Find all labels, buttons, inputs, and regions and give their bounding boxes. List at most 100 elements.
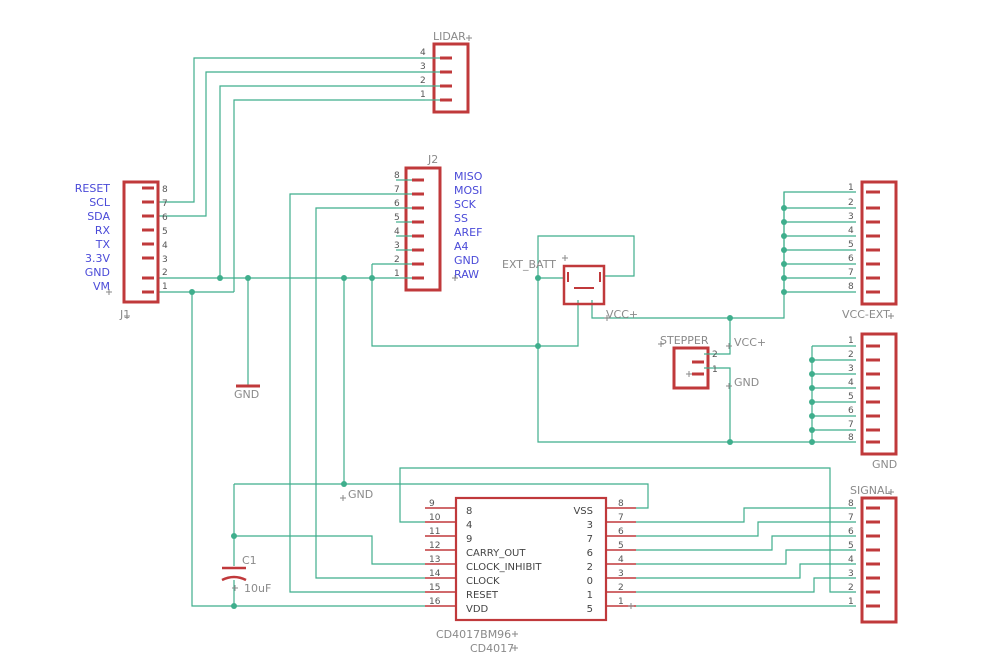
cd4017-pin-number: 16 [429, 597, 441, 607]
j2-signal-label: RAW [454, 268, 479, 281]
cd4017-pin-number: 12 [429, 541, 440, 551]
lidar-body [432, 42, 470, 114]
wire-mosi-reset [289, 193, 425, 593]
cd4017-pin-name: 4 [466, 520, 472, 531]
wire-c1-carry [234, 535, 425, 565]
j2-pin-number: 6 [394, 199, 400, 209]
vcc-net-label: VCC+ [606, 308, 638, 321]
vcc-ext-pin-number: 4 [848, 226, 854, 236]
gnd-header-pin-number: 6 [848, 406, 854, 416]
wire-vss-loop [344, 483, 649, 509]
wire-j1-scl-lidar [158, 57, 425, 203]
gnd-header-pin-number: 7 [848, 420, 854, 430]
vcc-ext-header[interactable]: VCC-EXT 1 2 3 4 5 6 7 8 [842, 180, 898, 321]
cd4017-ic[interactable]: 9 10 11 12 13 14 15 16 8 4 9 CARRY_OUT C… [425, 496, 636, 655]
j1-pin-number: 2 [162, 268, 168, 278]
j1-pin-number: 6 [162, 213, 168, 223]
vcc-ext-body [860, 180, 898, 306]
j2-connector[interactable]: J2 8 7 6 5 4 3 2 1 MISO MOSI SCK SS AREF… [394, 153, 483, 292]
gnd-symbol-j1: GND [234, 384, 260, 401]
signal-body [860, 496, 898, 624]
j2-signal-label: MISO [454, 170, 483, 183]
gnd-header-body [860, 332, 898, 456]
cd4017-pin-name: CLOCK [466, 576, 500, 587]
wire-pin10-top [399, 467, 856, 593]
j1-name: J1 [119, 308, 130, 321]
cd4017-pin-number: 11 [429, 527, 440, 537]
bus-stubs [784, 207, 856, 443]
cd4017-pin-number: 6 [618, 527, 624, 537]
j2-signal-label: GND [454, 254, 479, 267]
cd4017-pin-name: CLOCK_INHIBIT [466, 562, 542, 573]
wire-raw-down [371, 264, 579, 347]
vcc-ext-pin-number: 8 [848, 282, 854, 292]
j2-signal-label: AREF [454, 226, 482, 239]
vcc-net-label: VCC+ [734, 336, 766, 349]
stepper-pin-number: 2 [712, 350, 718, 360]
gnd-net-label: GND [734, 376, 759, 389]
signal-pin-number: 7 [848, 513, 854, 523]
wire-stepper-gnd [716, 367, 731, 442]
wire-lidar-1 [233, 99, 425, 292]
cd4017-pin-name: 0 [587, 576, 593, 587]
signal-pin-number: 6 [848, 527, 854, 537]
wires [158, 57, 856, 607]
wire-batt-gnd [537, 278, 812, 443]
gnd-header-pin-stubs [866, 344, 880, 444]
junction [341, 275, 347, 281]
lidar-pin-label: 3 [420, 62, 426, 72]
signal-pin-stubs [866, 506, 880, 608]
j1-pin-number: 5 [162, 227, 168, 237]
vcc-ext-pin-number: 7 [848, 268, 854, 278]
junctions [189, 205, 815, 609]
c1-value: 10uF [244, 582, 271, 595]
wire-batt-loop [537, 235, 635, 279]
j1-signal-label: SDA [87, 210, 110, 223]
lidar-pin-label: 1 [420, 90, 426, 100]
gnd-header[interactable]: GND 1 2 3 4 5 6 7 8 [848, 332, 898, 471]
j1-signal-label: RESET [75, 182, 111, 195]
gnd-header-pin-number: 8 [848, 433, 854, 443]
j1-pin-number: 1 [162, 282, 168, 292]
stepper-body [672, 346, 710, 390]
gnd-header-pin-number: 2 [848, 350, 854, 360]
j1-signal-label: VM [93, 280, 110, 293]
cd4017-pin-name: 8 [466, 506, 472, 517]
j2-pin-number: 4 [394, 227, 400, 237]
ext-batt-connector[interactable]: EXT_BATT [502, 258, 606, 306]
stepper-connector[interactable]: STEPPER 2 1 [660, 334, 718, 390]
origin-markers [106, 35, 894, 651]
j1-signal-label: SCL [89, 196, 111, 209]
j1-signal-label: TX [95, 238, 111, 251]
vcc-ext-pin-stubs [866, 190, 880, 294]
j1-body [122, 180, 160, 304]
cd4017-pin-number: 9 [429, 499, 435, 509]
j1-pin-number: 3 [162, 255, 168, 265]
lidar-pin-label: 4 [420, 48, 426, 58]
signal-pin-number: 3 [848, 569, 854, 579]
signal-header[interactable]: SIGNAL 8 7 6 5 4 3 2 1 [848, 484, 898, 624]
ext-batt-body [562, 264, 606, 306]
j2-pin-number: 8 [394, 171, 400, 181]
signal-name: SIGNAL [850, 484, 892, 497]
j1-connector[interactable]: J1 8 7 6 5 4 3 2 1 RESET SCL SDA RX TX 3… [75, 180, 168, 321]
junction [231, 533, 237, 539]
signal-pin-number: 8 [848, 499, 854, 509]
cd4017-pin-name: 9 [466, 534, 472, 545]
j2-signal-label: A4 [454, 240, 469, 253]
junction [727, 439, 733, 445]
wire-out-5 [636, 535, 856, 551]
lidar-connector[interactable]: LIDAR 4 3 2 1 [420, 30, 470, 114]
cd4017-pin-name: 7 [587, 534, 593, 545]
j2-pin-number: 5 [394, 213, 400, 223]
cd4017-pin-number: 14 [429, 569, 441, 579]
vcc-ext-pin-number: 1 [848, 183, 854, 193]
wire-j1-sda-lidar [158, 71, 425, 217]
c1-capacitor[interactable]: C1 10uF [221, 554, 271, 595]
cd4017-left-pins [425, 507, 456, 607]
cd4017-pin-number: 4 [618, 555, 624, 565]
gnd-net-label: GND [234, 388, 259, 401]
wire-out-6 [636, 521, 856, 537]
